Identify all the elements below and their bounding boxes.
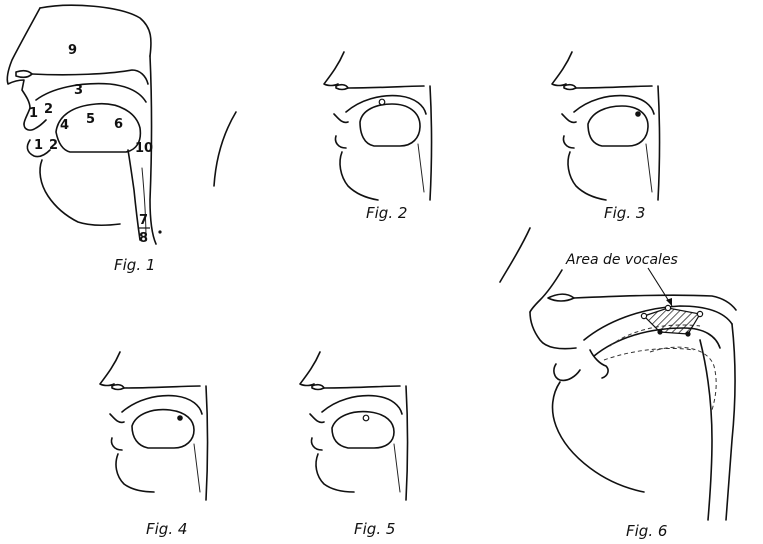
fig1-chin <box>40 160 120 225</box>
fig2-tongue <box>360 104 420 146</box>
fig6-teeth <box>590 350 608 378</box>
fig4-nostril <box>112 385 124 390</box>
fig3-articulation-point <box>635 111 641 117</box>
fig1-nostril <box>16 71 32 78</box>
figure-6: Area de vocales Fig. 6 <box>500 228 736 540</box>
fig1-label-palate: 3 <box>74 83 83 98</box>
fig2-nose <box>324 52 344 86</box>
fig5-lips <box>310 414 324 450</box>
fig1-palate <box>36 84 146 102</box>
fig6-vowel-point-o <box>685 331 690 336</box>
fig5-nose <box>300 352 320 386</box>
fig1-caption: Fig. 1 <box>114 256 155 274</box>
fig1-label-uvula: 10 <box>135 141 153 156</box>
fig1-label-lower-teeth: 2 <box>49 138 58 153</box>
fig1-nasal-top <box>40 5 151 56</box>
fig1-trachea <box>142 168 146 240</box>
fig2-chin <box>340 152 378 200</box>
fig6-nose <box>500 228 530 282</box>
fig5-epiglottis <box>394 444 400 492</box>
fig5-nostril <box>312 385 324 390</box>
fig5-caption: Fig. 5 <box>354 520 395 538</box>
fig6-vowel-point-u <box>697 311 702 316</box>
fig4-epiglottis <box>194 444 200 492</box>
fig3-lips <box>562 114 576 148</box>
fig3-pharynx <box>658 86 660 200</box>
fig6-pharynx-back <box>726 324 735 520</box>
fig3-nose <box>552 52 572 86</box>
fig4-pharynx <box>206 386 208 500</box>
figure-5: Fig. 5 <box>300 352 408 538</box>
fig6-throat-front <box>700 340 712 520</box>
fig5-articulation-point <box>363 415 369 421</box>
fig3-nostril <box>564 85 576 90</box>
fig2-pharynx <box>430 86 432 200</box>
fig4-lips <box>110 414 124 450</box>
fig4-caption: Fig. 4 <box>146 520 187 538</box>
fig1-label-nasal-cavity: 9 <box>68 43 77 58</box>
fig4-tongue <box>132 410 194 448</box>
fig1-label-glottis-bottom: 8 <box>139 231 148 246</box>
fig3-chin <box>568 152 606 200</box>
fig1-glottis-dot <box>158 230 161 233</box>
fig1-label-upper-lip: 1 <box>29 106 38 121</box>
fig6-tongue-position-back <box>650 347 716 410</box>
fig4-palate <box>122 396 202 414</box>
fig6-caption: Fig. 6 <box>626 522 667 540</box>
figure-1: 9 3 1 2 4 5 6 1 2 10 7 8 Fig. 1 <box>7 5 236 274</box>
fig6-vowel-point-e <box>665 305 670 310</box>
figure-4: Fig. 4 <box>100 352 208 538</box>
fig1-label-glottis-top: 7 <box>139 213 148 228</box>
fig6-nose-bridge <box>530 270 562 312</box>
fig1-upper-lip <box>24 120 46 130</box>
fig5-chin <box>316 454 354 492</box>
fig2-nostril <box>336 85 348 90</box>
fig4-articulation-point <box>177 415 183 421</box>
fig1-label-upper-teeth: 2 <box>44 102 53 117</box>
fig2-articulation-point <box>379 99 385 105</box>
fig1-neck-far <box>214 112 236 186</box>
fig4-nasal-floor <box>124 386 200 388</box>
fig1-label-tongue-front: 5 <box>86 112 95 127</box>
fig6-annotation: Area de vocales <box>565 252 678 268</box>
fig4-chin <box>116 454 154 492</box>
fig5-nasal-floor <box>324 386 400 388</box>
fig5-pharynx <box>406 386 408 500</box>
fig3-epiglottis <box>646 144 652 192</box>
fig6-vowel-point-a <box>657 329 662 334</box>
figure-2: Fig. 2 <box>324 52 432 222</box>
fig6-lower-lip <box>554 364 580 380</box>
fig6-chin <box>553 382 644 492</box>
fig6-nasal-floor <box>574 295 736 310</box>
fig1-nasal-floor <box>32 70 148 84</box>
fig6-nostril <box>548 294 574 301</box>
fig2-nasal-floor <box>348 86 424 88</box>
fig2-lips <box>334 114 348 148</box>
fig6-upper-lip <box>530 312 576 349</box>
fig6-tongue-position-low <box>604 348 694 360</box>
fig3-palate <box>574 96 654 114</box>
fig6-annotation-arrowhead <box>666 298 672 306</box>
fig1-label-lower-lip: 1 <box>34 138 43 153</box>
fig6-vowel-point-i <box>641 313 646 318</box>
fig2-epiglottis <box>418 144 424 192</box>
fig4-nose <box>100 352 120 386</box>
fig1-label-tongue-back: 6 <box>114 117 123 132</box>
fig3-caption: Fig. 3 <box>604 204 645 222</box>
fig1-label-tongue-tip: 4 <box>60 118 69 133</box>
fig2-caption: Fig. 2 <box>366 204 407 222</box>
fig3-nasal-floor <box>576 86 652 88</box>
figure-3: Fig. 3 <box>552 52 660 222</box>
